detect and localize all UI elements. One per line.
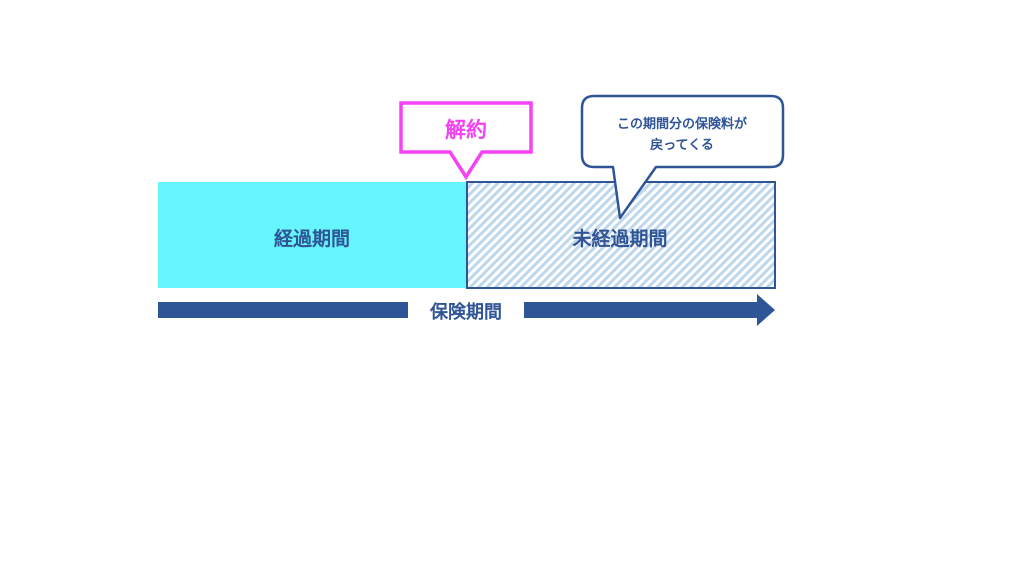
elapsed-period-label: 経過期間	[274, 227, 350, 250]
period-arrow-right-icon	[524, 294, 775, 326]
refund-speech-bubble	[580, 94, 785, 220]
period-arrow-left-bar	[158, 302, 408, 318]
elapsed-period-block	[158, 182, 466, 288]
unelapsed-period-label: 未経過期間	[571, 227, 667, 250]
refund-callout-line2: 戻ってくる	[649, 137, 714, 153]
cancellation-label: 解約	[445, 118, 487, 142]
insurance-period-label: 保険期間	[429, 301, 502, 323]
cancellation-marker	[399, 101, 533, 181]
refund-callout-line1: この期間分の保険料が	[617, 116, 747, 132]
